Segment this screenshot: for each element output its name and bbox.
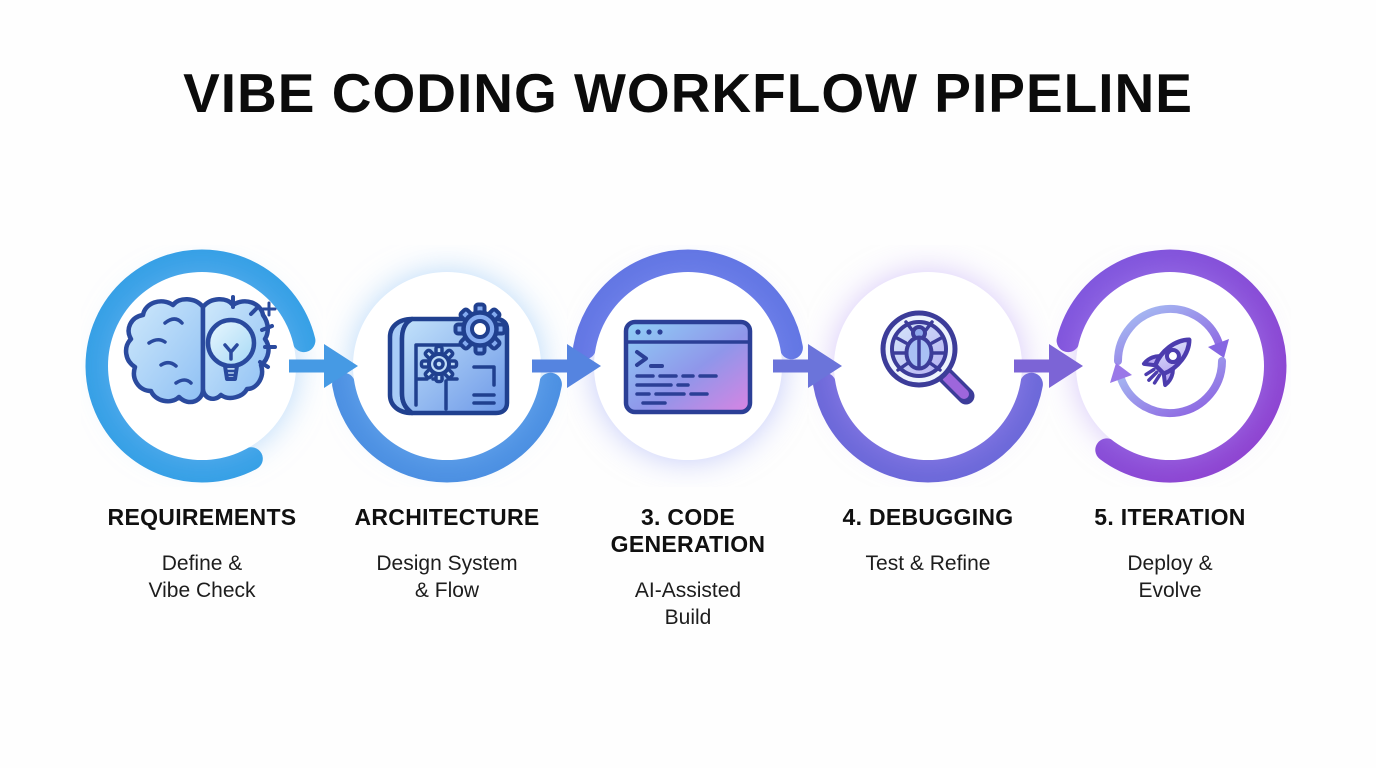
step-title: REQUIREMENTS [107,504,297,530]
step-subtitle: Deploy & Evolve [1127,552,1213,602]
bug-glyph [892,320,946,372]
arrow-shape [289,344,358,388]
bulb-rays [231,295,277,369]
arrow-shape [1014,344,1083,388]
page-title: VIBE CODING WORKFLOW PIPELINE [183,62,1193,124]
step-subtitle: Define & Vibe Check [148,552,256,602]
window-dots [635,329,663,335]
progress-ring [813,372,1043,483]
step-subtitle: AI-Assisted Build [634,579,742,630]
arrow-4-5 [1014,344,1083,388]
rocket-cycle-icon [1110,304,1229,418]
progress-ring [1056,249,1287,483]
step-title: 5. ITERATION [1094,504,1246,530]
step-subtitle: Test & Refine [865,552,991,576]
large-gear [453,302,507,356]
step-title: 4. DEBUGGING [842,504,1014,530]
step-circle-iteration [1049,245,1291,487]
arrow-2-3 [532,344,601,388]
progress-ring [332,372,562,483]
progress-ring [85,249,316,483]
label-iteration: 5. ITERATION Deploy & Evolve [1045,504,1295,605]
arrow-1-2 [289,344,358,388]
debugging-ring-graphic [813,272,1043,483]
code-window-icon [623,319,753,415]
arrow-shape [532,344,601,388]
label-architecture: ARCHITECTURE Design System & Flow [322,504,572,605]
rocket-glyph [1141,337,1192,388]
small-gear [419,344,459,384]
arrow-shape [773,344,842,388]
label-code-generation: 3. CODE GENERATION AI-Assisted Build [563,504,813,632]
label-debugging: 4. DEBUGGING Test & Refine [803,504,1053,578]
code-generation-ring-graphic [573,249,803,460]
step-circle-requirements [81,245,323,487]
label-requirements: REQUIREMENTS Define & Vibe Check [77,504,327,605]
bug-magnifier-icon [880,310,975,405]
step-subtitle: Design System & Flow [376,552,518,602]
code-lines [635,374,718,405]
cycle-arrowhead-top [1208,339,1229,358]
requirements-ring-graphic [85,249,316,483]
iteration-ring-graphic [1056,249,1287,483]
step-title: ARCHITECTURE [354,504,540,530]
arrow-3-4 [773,344,842,388]
step-title: 3. CODE GENERATION [610,504,766,558]
blueprint-gears-icon [387,302,510,416]
architecture-ring-graphic [332,272,562,483]
brain-lightbulb-icon [123,295,277,405]
progress-ring [573,249,803,360]
step-circle-debugging [807,245,1049,487]
cycle-arrowhead-bottom [1110,363,1132,383]
step-circle-code-generation [567,245,809,487]
step-circle-architecture [326,245,568,487]
floor-plan-lines [414,343,496,411]
